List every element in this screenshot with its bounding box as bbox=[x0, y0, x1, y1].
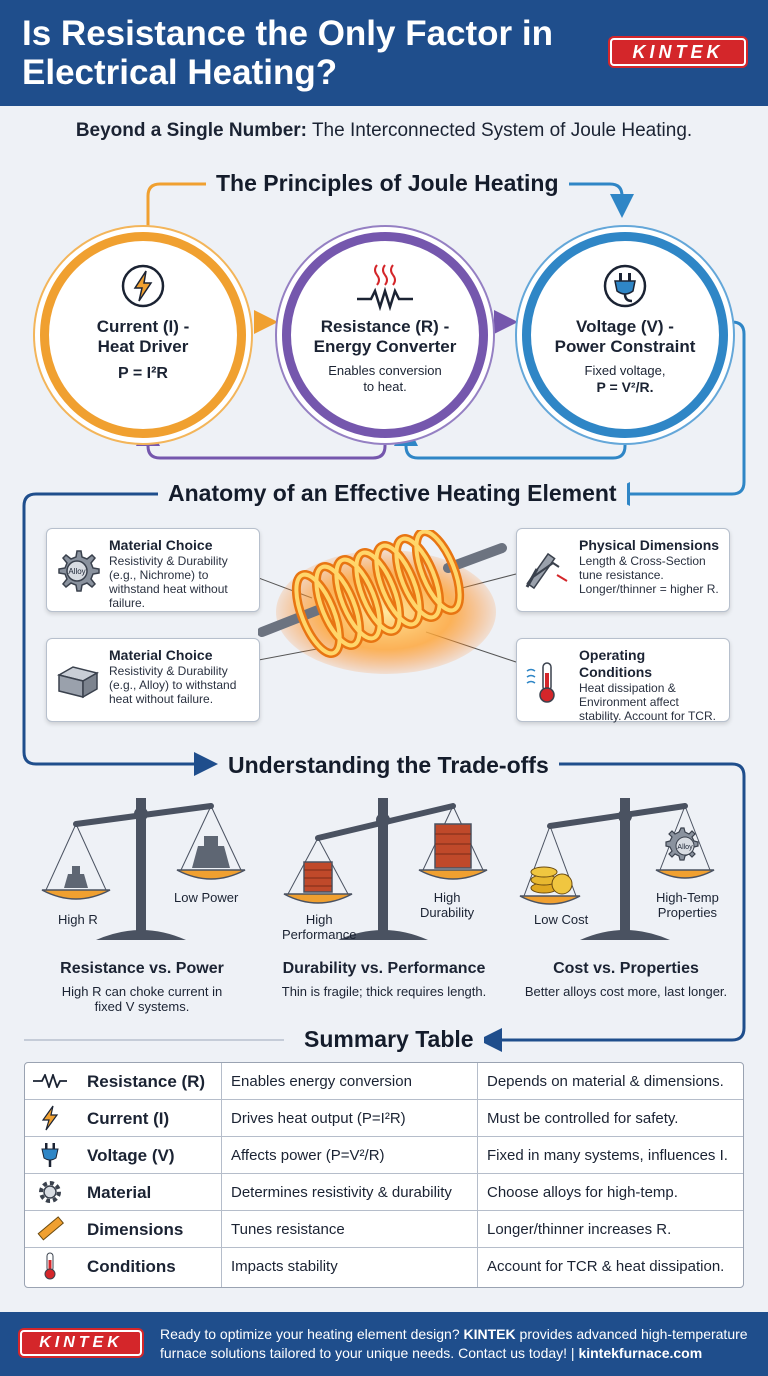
heating-coil-illustration bbox=[258, 530, 507, 674]
dimensions-card: Physical Dimensions Length & Cross-Secti… bbox=[516, 528, 730, 612]
card-title: Operating Conditions bbox=[579, 647, 653, 680]
tradeoff-3-text: Better alloys cost more, last longer. bbox=[524, 984, 728, 999]
footer-text-2: provides advanced high-temperature furna… bbox=[160, 1326, 748, 1361]
card-title: Material Choice bbox=[109, 537, 213, 553]
resistor-icon bbox=[33, 1068, 67, 1094]
card-text: Resistivity & Durability (e.g., Nichrome… bbox=[109, 554, 228, 610]
resistance-text: Enables conversion to heat. bbox=[328, 363, 442, 394]
voltage-title: Voltage (V) - Power Constraint bbox=[554, 317, 696, 356]
subtitle: Beyond a Single Number: The Interconnect… bbox=[0, 120, 768, 142]
row-name: Conditions bbox=[87, 1257, 176, 1276]
row-name: Material bbox=[87, 1183, 152, 1202]
conditions-card: Operating Conditions Heat dissipation & … bbox=[516, 638, 730, 723]
table-row: Conditions Impacts stability Account for… bbox=[25, 1248, 743, 1285]
voltage-equation: P = V²/R. bbox=[596, 379, 654, 395]
balance-scale-2 bbox=[283, 798, 488, 940]
header-banner: Is Resistance the Only Factor in Electri… bbox=[0, 0, 768, 106]
tradeoff-3-title: Cost vs. Properties bbox=[553, 960, 699, 977]
current-circle: Current (I) - Heat Driver P = I²R bbox=[40, 232, 246, 438]
row-role: Determines resistivity & durability bbox=[231, 1184, 452, 1201]
row-role: Impacts stability bbox=[231, 1258, 338, 1275]
kintek-logo[interactable]: KINTEK bbox=[20, 1330, 142, 1356]
row-note: Fixed in many systems, influences I. bbox=[487, 1147, 728, 1164]
row-name: Dimensions bbox=[87, 1220, 184, 1239]
row-note: Choose alloys for high-temp. bbox=[487, 1184, 678, 1201]
scale-2-left-label: High Performance bbox=[282, 912, 357, 942]
summary-title: Summary Table bbox=[294, 1026, 484, 1053]
balance-scale-3: Alloy bbox=[519, 798, 715, 940]
tradeoff-2-text: Thin is fragile; thick requires length. bbox=[281, 984, 487, 999]
resistor-heat-icon bbox=[355, 259, 415, 313]
card-text: Length & Cross-Section tune resistance. … bbox=[579, 554, 719, 596]
table-row: Current (I) Drives heat output (P=I²R) M… bbox=[25, 1100, 743, 1137]
table-row: Dimensions Tunes resistance Longer/thinn… bbox=[25, 1211, 743, 1248]
scale-2-right-label: High Durability bbox=[420, 890, 475, 920]
tradeoff-1-text: High R can choke current in fixed V syst… bbox=[61, 984, 223, 1014]
scale-gear-label: Alloy bbox=[677, 844, 693, 851]
footer-brand: KINTEK bbox=[463, 1326, 516, 1342]
subtitle-rest: The Interconnected System of Joule Heati… bbox=[307, 120, 693, 141]
row-note: Account for TCR & heat dissipation. bbox=[487, 1258, 725, 1275]
voltage-text: Fixed voltage, bbox=[584, 363, 666, 378]
footer-text-1: Ready to optimize your heating element d… bbox=[160, 1326, 464, 1342]
caliper-icon bbox=[525, 552, 568, 590]
scale-1-right-label: Low Power bbox=[174, 890, 239, 905]
row-name: Voltage (V) bbox=[87, 1146, 175, 1165]
row-role: Enables energy conversion bbox=[231, 1073, 412, 1090]
summary-table: Resistance (R) Enables energy conversion… bbox=[24, 1062, 744, 1288]
row-note: Longer/thinner increases R. bbox=[487, 1221, 672, 1238]
ruler-icon bbox=[33, 1216, 67, 1242]
thermometer-icon bbox=[526, 662, 555, 703]
gear-icon: Alloy bbox=[58, 550, 100, 592]
card-title: Material Choice bbox=[109, 647, 213, 663]
row-note: Depends on material & dimensions. bbox=[487, 1073, 724, 1090]
material-card-alloy: Material Choice Resistivity & Durability… bbox=[46, 638, 260, 722]
card-text: Resistivity & Durability (e.g., Alloy) t… bbox=[109, 664, 237, 706]
thermometer-icon bbox=[33, 1252, 67, 1280]
card-title: Physical Dimensions bbox=[579, 537, 720, 553]
table-row: Material Determines resistivity & durabi… bbox=[25, 1174, 743, 1211]
plug-icon bbox=[33, 1142, 67, 1168]
resistance-circle: Resistance (R) - Energy Converter Enable… bbox=[282, 232, 488, 438]
page-title: Is Resistance the Only Factor in Electri… bbox=[22, 14, 553, 92]
resistance-title: Resistance (R) - Energy Converter bbox=[313, 317, 457, 356]
principles-title: The Principles of Joule Heating bbox=[206, 170, 569, 197]
material-card-nichrome: Alloy Material Choice Resistivity & Dura… bbox=[46, 528, 260, 612]
table-row: Resistance (R) Enables energy conversion… bbox=[25, 1063, 743, 1100]
subtitle-bold: Beyond a Single Number: bbox=[75, 120, 308, 141]
row-name: Resistance (R) bbox=[87, 1072, 206, 1091]
current-title: Current (I) - Heat Driver bbox=[96, 317, 190, 356]
balance-scale-1 bbox=[41, 798, 246, 940]
row-name: Current (I) bbox=[87, 1109, 170, 1128]
flow-lines bbox=[22, 182, 746, 1052]
table-row: Voltage (V) Affects power (P=V²/R) Fixed… bbox=[25, 1137, 743, 1174]
footer-text: Ready to optimize your heating element d… bbox=[160, 1325, 760, 1363]
lightning-icon bbox=[33, 1105, 67, 1131]
tradeoff-1-title: Resistance vs. Power bbox=[60, 960, 224, 977]
scale-3-left-label: Low Cost bbox=[534, 912, 589, 927]
gear-alloy-label: Alloy bbox=[68, 567, 85, 576]
row-role: Affects power (P=V²/R) bbox=[231, 1147, 385, 1164]
kintek-logo[interactable]: KINTEK bbox=[610, 38, 746, 66]
table-divider bbox=[221, 1063, 222, 1287]
footer-banner: KINTEK Ready to optimize your heating el… bbox=[0, 1312, 768, 1376]
table-divider bbox=[477, 1063, 478, 1287]
lightning-icon bbox=[120, 259, 166, 313]
row-role: Drives heat output (P=I²R) bbox=[231, 1110, 406, 1127]
tradeoffs-title: Understanding the Trade-offs bbox=[218, 752, 559, 779]
card-text: Heat dissipation & Environment affect st… bbox=[579, 681, 716, 723]
metal-block-icon bbox=[57, 666, 99, 699]
row-role: Tunes resistance bbox=[231, 1221, 345, 1238]
gear-icon bbox=[33, 1179, 67, 1205]
scale-1-left-label: High R bbox=[58, 912, 98, 927]
current-equation: P = I²R bbox=[118, 365, 168, 382]
anatomy-title: Anatomy of an Effective Heating Element bbox=[158, 480, 627, 507]
footer-link[interactable]: kintekfurnace.com bbox=[578, 1345, 703, 1361]
voltage-circle: Voltage (V) - Power Constraint Fixed vol… bbox=[522, 232, 728, 438]
plug-icon bbox=[602, 259, 648, 313]
scale-3-right-label: High-Temp Properties bbox=[656, 890, 719, 920]
row-note: Must be controlled for safety. bbox=[487, 1110, 679, 1127]
tradeoff-2-title: Durability vs. Performance bbox=[282, 960, 486, 977]
